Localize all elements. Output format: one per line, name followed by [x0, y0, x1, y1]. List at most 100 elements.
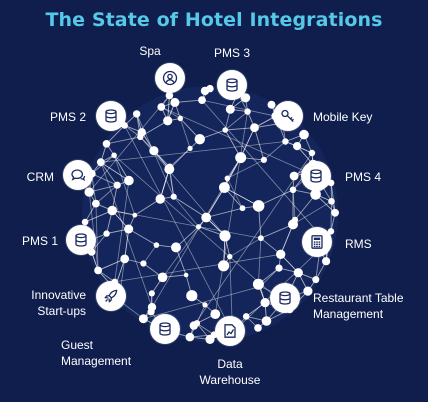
pms4-label: PMS 4 [345, 170, 382, 184]
network-edge [175, 226, 199, 248]
network-dot [276, 249, 286, 259]
network-dot [260, 156, 267, 163]
network-dot [170, 97, 180, 107]
network-edge [174, 99, 203, 103]
network-dot [242, 313, 250, 320]
network-edge [201, 99, 328, 244]
network-dot [124, 175, 134, 186]
chart-file-icon [224, 324, 236, 338]
network-dot [244, 108, 251, 115]
network-dot [148, 290, 155, 297]
network-edge [113, 155, 130, 181]
network-dot [153, 242, 160, 248]
network-edge [84, 210, 113, 223]
network-dot [186, 290, 198, 302]
network-dot [196, 224, 202, 230]
rms-label: RMS [345, 237, 372, 251]
network-edge [292, 200, 332, 225]
network-dot [258, 235, 264, 242]
network-edge [263, 141, 286, 161]
network-edge [254, 127, 265, 161]
network-dot [261, 316, 272, 326]
network-edge [280, 224, 294, 255]
network-dot [198, 96, 206, 104]
network-dot [138, 314, 148, 324]
network-dot [157, 272, 168, 283]
user-circle-icon [162, 70, 178, 86]
network-dot [225, 104, 235, 114]
network-edge [143, 286, 261, 320]
network-dot [124, 224, 134, 234]
network-dot [113, 181, 121, 189]
network-edge [124, 125, 233, 333]
network-dot [94, 266, 102, 275]
guest-node [150, 314, 180, 344]
network-dot [177, 115, 183, 122]
network-dot [252, 278, 264, 290]
network-edge [91, 173, 118, 186]
network-edge [196, 304, 206, 324]
network-dot [193, 320, 201, 327]
network-dot [239, 205, 246, 212]
network-dot [132, 212, 138, 218]
network-dot [328, 198, 335, 205]
diagram-title: The State of Hotel Integrations [45, 9, 383, 31]
network-dot [201, 212, 212, 223]
network-dot [171, 242, 181, 253]
network-dot [210, 309, 221, 319]
network-edge [193, 152, 313, 326]
network-dot [170, 193, 177, 200]
data-warehouse-node [215, 316, 245, 346]
network-dot [241, 93, 251, 103]
network-edge [294, 194, 316, 221]
key-icon [281, 109, 294, 123]
network-edge [173, 196, 207, 218]
network-edge [201, 99, 276, 117]
network-dot [185, 332, 195, 342]
pms4-node [301, 161, 331, 191]
network-edge [214, 111, 248, 315]
pms3-node [217, 70, 247, 100]
rocket-icon [104, 289, 118, 303]
network-dot [312, 276, 320, 284]
network-edge [205, 187, 225, 218]
network-edge [225, 127, 255, 131]
mobile-key-node [273, 101, 303, 131]
network-dot [92, 199, 100, 208]
pms2-label: PMS 2 [49, 110, 86, 124]
network-dot [227, 253, 233, 260]
network-dot [275, 264, 283, 272]
network-edge [97, 258, 125, 271]
database-icon [226, 78, 238, 92]
network-dot [322, 257, 331, 266]
network-dot [147, 303, 157, 312]
network-edge [136, 113, 175, 197]
network-edge [114, 253, 281, 283]
network-dot [252, 200, 265, 212]
rms-node [302, 227, 332, 257]
network-edge [100, 161, 118, 186]
network-edge [258, 189, 294, 207]
network-dot [157, 103, 166, 111]
pms1-label: PMS 1 [21, 234, 58, 248]
network-edge [330, 182, 336, 213]
network-dot [133, 110, 141, 118]
network-edge [173, 196, 199, 227]
spa-node [155, 63, 185, 93]
crm-node [63, 160, 93, 190]
network-dot [235, 152, 247, 164]
network-edge [114, 180, 130, 282]
spa-label: Spa [139, 44, 161, 58]
network-dot [293, 268, 303, 278]
pms3-label: PMS 3 [213, 46, 250, 60]
network-dot [282, 138, 289, 145]
network-edge [169, 148, 191, 168]
network-edge [134, 198, 161, 216]
pms2-node [96, 101, 126, 131]
database-icon [75, 233, 87, 247]
network-edge [128, 228, 157, 246]
network-edge [229, 237, 262, 257]
database-icon [105, 109, 117, 123]
